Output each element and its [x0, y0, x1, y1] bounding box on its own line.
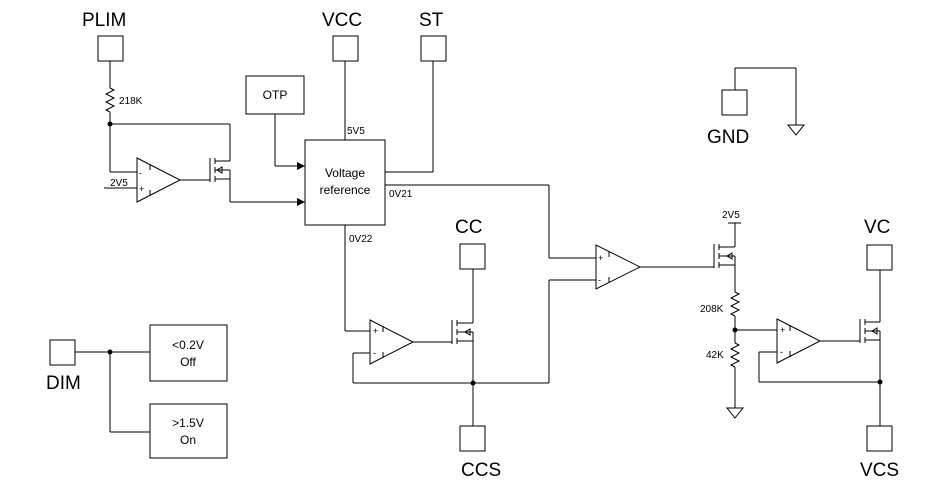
- plim-label: PLIM: [82, 10, 126, 31]
- ccs-pin: [459, 425, 486, 452]
- opamp-vc: [776, 318, 822, 364]
- svg-text:-: -: [139, 168, 142, 178]
- st-label: ST: [419, 10, 444, 31]
- plim-ref-voltage: 2V5: [110, 178, 128, 189]
- dim-on-threshold: >1.5V: [172, 416, 204, 430]
- vcs-label: VCS: [860, 460, 899, 481]
- opamp-vc-amp: [595, 244, 642, 290]
- dim-on-state: On: [180, 433, 196, 447]
- st-pin: [420, 35, 447, 62]
- gnd-pin: [721, 89, 748, 116]
- resistor-208k: [729, 291, 741, 317]
- vref-label-line1: Voltage: [325, 166, 365, 180]
- vc-supply-voltage: 2V5: [722, 210, 740, 221]
- vcc-label: VCC: [322, 10, 362, 31]
- cc-pin: [459, 243, 486, 270]
- net-0v22: 0V22: [349, 234, 373, 245]
- voltage-reference-block: [304, 139, 386, 226]
- vref-label-line2: reference: [320, 183, 371, 197]
- svg-text:-: -: [780, 347, 783, 357]
- junction-dot: [877, 379, 883, 385]
- vcs-pin: [866, 425, 893, 452]
- junction-dot: [470, 380, 476, 386]
- resistor-42k: [729, 342, 741, 368]
- dim-off-state: Off: [180, 355, 196, 369]
- net-0v21: 0V21: [389, 189, 413, 200]
- dim-pin: [49, 339, 76, 366]
- ccs-label: CCS: [461, 460, 501, 481]
- vcc-pin: [332, 35, 359, 62]
- svg-text:+: +: [373, 326, 378, 336]
- dim-on-block: [149, 403, 228, 459]
- vc-pin: [866, 244, 893, 271]
- vc-label: VC: [864, 217, 890, 238]
- resistor-plim: [104, 87, 116, 113]
- mosfet-plim: [209, 158, 231, 182]
- svg-text:+: +: [139, 184, 144, 194]
- mosfet-vc: [859, 319, 880, 343]
- otp-label: OTP: [263, 88, 288, 102]
- resistor-plim-value: 218K: [119, 96, 143, 107]
- dim-off-threshold: <0.2V: [172, 338, 204, 352]
- cc-label: CC: [455, 217, 482, 238]
- otp-block: [245, 75, 305, 115]
- svg-text:-: -: [373, 348, 376, 358]
- mosfet-vc-driver: [713, 244, 735, 268]
- plim-pin: [97, 35, 124, 62]
- svg-text:-: -: [598, 275, 601, 285]
- gnd-label: GND: [707, 127, 749, 148]
- net-5v5: 5V5: [347, 126, 365, 137]
- resistor-42k-value: 42K: [706, 350, 724, 361]
- opamp-plim: [136, 157, 182, 203]
- opamp-cc: [369, 319, 415, 365]
- dim-label: DIM: [46, 373, 81, 394]
- mosfet-cc: [451, 320, 473, 344]
- svg-text:+: +: [598, 253, 603, 263]
- ground-symbol: [786, 124, 806, 136]
- ground-symbol: [725, 407, 745, 419]
- resistor-208k-value: 208K: [700, 304, 724, 315]
- svg-text:+: +: [780, 325, 785, 335]
- dim-off-block: [149, 324, 228, 382]
